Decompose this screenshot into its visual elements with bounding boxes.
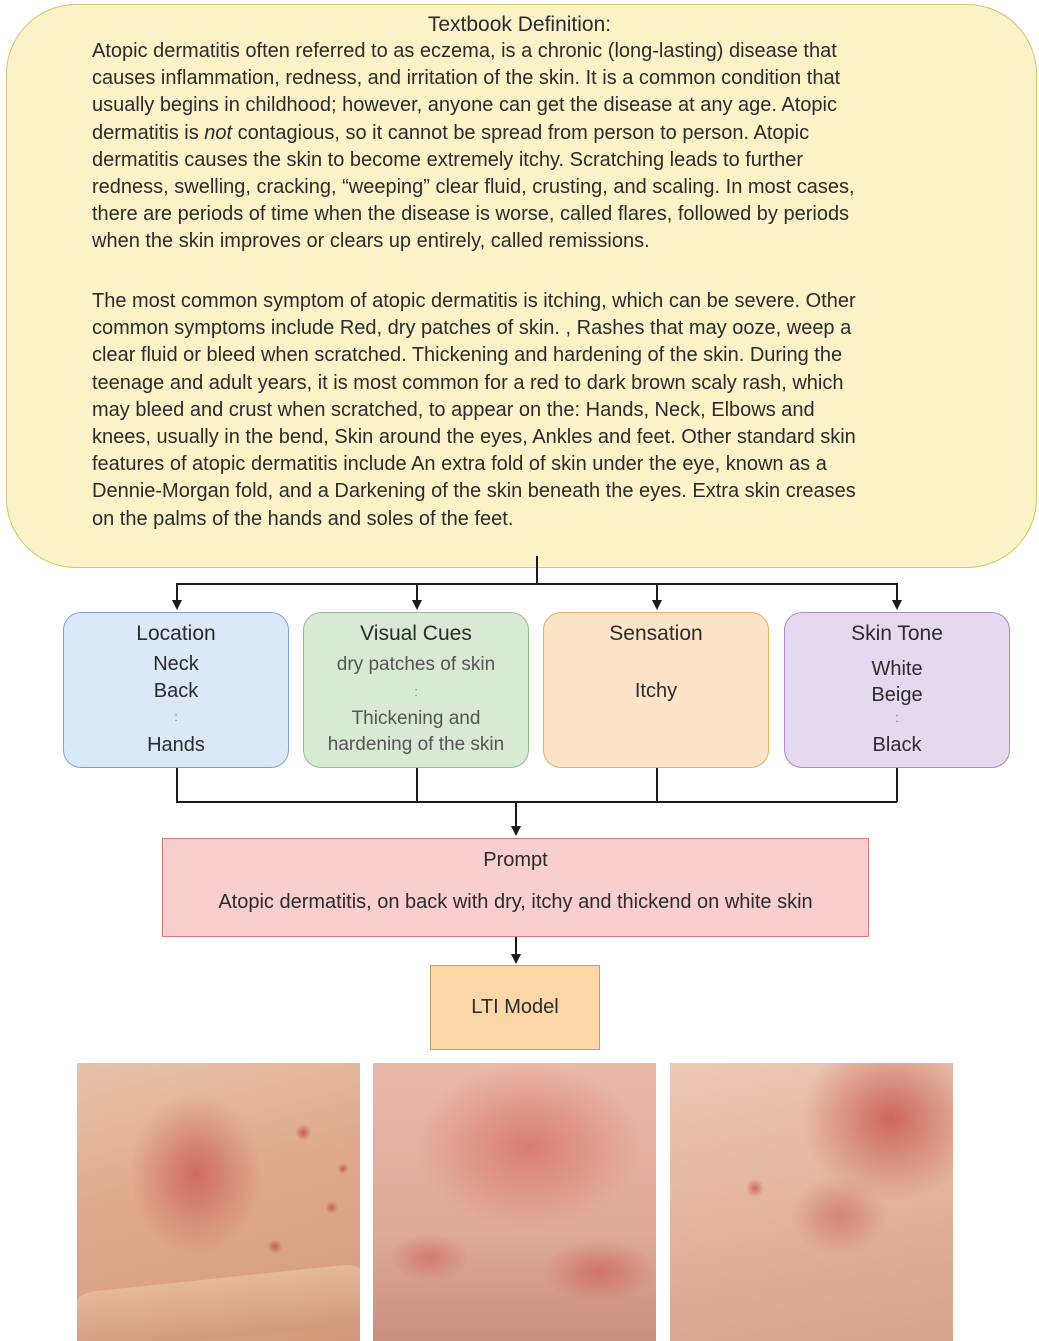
definition-line: teenage and adult years, it is most comm…	[92, 370, 972, 397]
ellipsis-dots: :	[785, 711, 1009, 725]
definition-line: common symptoms include Red, dry patches…	[92, 315, 972, 342]
definition-line: Dennie-Morgan fold, and a Darkening of t…	[92, 478, 972, 505]
definition-line: features of atopic dermatitis include An…	[92, 451, 972, 478]
location-item: Neck	[64, 652, 288, 676]
connector-line	[176, 768, 178, 802]
definition-title: Textbook Definition:	[0, 13, 1039, 37]
definition-line: Atopic dermatitis often referred to as e…	[92, 38, 972, 65]
connector-line	[656, 583, 658, 600]
arrow-down-icon	[412, 600, 422, 610]
definition-line: redness, swelling, cracking, “weeping” c…	[92, 174, 972, 201]
definition-line: causes inflammation, redness, and irrita…	[92, 65, 972, 92]
definition-line: dermatitis is not contagious, so it cann…	[92, 120, 972, 147]
skin-tone-item: White	[785, 657, 1009, 681]
location-item: Hands	[64, 733, 288, 757]
definition-paragraph-1: Atopic dermatitis often referred to as e…	[92, 38, 972, 256]
visual-cues-box: Visual Cues dry patches of skin : Thicke…	[303, 612, 529, 768]
location-box: Location Neck Back : Hands	[63, 612, 289, 768]
arrow-down-icon	[172, 600, 182, 610]
arrow-down-icon	[511, 826, 521, 836]
connector-line	[416, 583, 418, 600]
arrow-down-icon	[511, 954, 521, 964]
arm-region	[77, 1262, 360, 1341]
definition-line: The most common symptom of atopic dermat…	[92, 288, 972, 315]
skin-tone-title: Skin Tone	[785, 622, 1009, 646]
connector-line	[515, 937, 517, 954]
arrow-down-icon	[652, 600, 662, 610]
generated-skin-image	[373, 1063, 656, 1341]
connector-line	[536, 556, 538, 584]
definition-line: dermatitis causes the skin to become ext…	[92, 147, 972, 174]
visual-cues-title: Visual Cues	[304, 622, 528, 646]
location-title: Location	[64, 622, 288, 646]
ellipsis-dots: :	[304, 685, 528, 699]
prompt-title: Prompt	[163, 849, 868, 872]
generated-skin-image	[77, 1063, 360, 1341]
definition-line: may bleed and crust when scratched, to a…	[92, 397, 972, 424]
location-item: Back	[64, 679, 288, 703]
definition-line: usually begins in childhood; however, an…	[92, 92, 972, 119]
definition-line: knees, usually in the bend, Skin around …	[92, 424, 972, 451]
ellipsis-dots: :	[64, 710, 288, 724]
visual-cue-item: Thickening and	[304, 707, 528, 731]
prompt-box: Prompt Atopic dermatitis, on back with d…	[162, 838, 869, 937]
arrow-down-icon	[892, 600, 902, 610]
connector-line	[515, 801, 517, 826]
sensation-item: Itchy	[544, 679, 768, 703]
definition-line: when the skin improves or clears up enti…	[92, 228, 972, 255]
sensation-title: Sensation	[544, 622, 768, 646]
lti-model-box: LTI Model	[430, 965, 600, 1050]
definition-line: on the palms of the hands and soles of t…	[92, 506, 972, 533]
connector-line	[176, 583, 178, 600]
prompt-text: Atopic dermatitis, on back with dry, itc…	[163, 891, 868, 914]
connector-line	[176, 583, 897, 585]
connector-line	[176, 801, 897, 803]
generated-skin-image	[670, 1063, 953, 1341]
connector-line	[896, 583, 898, 600]
skin-tone-box: Skin Tone White Beige : Black	[784, 612, 1010, 768]
connector-line	[416, 768, 418, 802]
definition-paragraph-2: The most common symptom of atopic dermat…	[92, 288, 972, 533]
skin-tone-item: Black	[785, 733, 1009, 757]
definition-line: clear fluid or bleed when scratched. Thi…	[92, 342, 972, 369]
visual-cue-item: hardening of the skin	[304, 733, 528, 757]
sensation-box: Sensation Itchy	[543, 612, 769, 768]
connector-line	[896, 768, 898, 802]
definition-line: there are periods of time when the disea…	[92, 201, 972, 228]
skin-tone-item: Beige	[785, 683, 1009, 707]
connector-line	[656, 768, 658, 802]
visual-cue-item: dry patches of skin	[304, 653, 528, 677]
